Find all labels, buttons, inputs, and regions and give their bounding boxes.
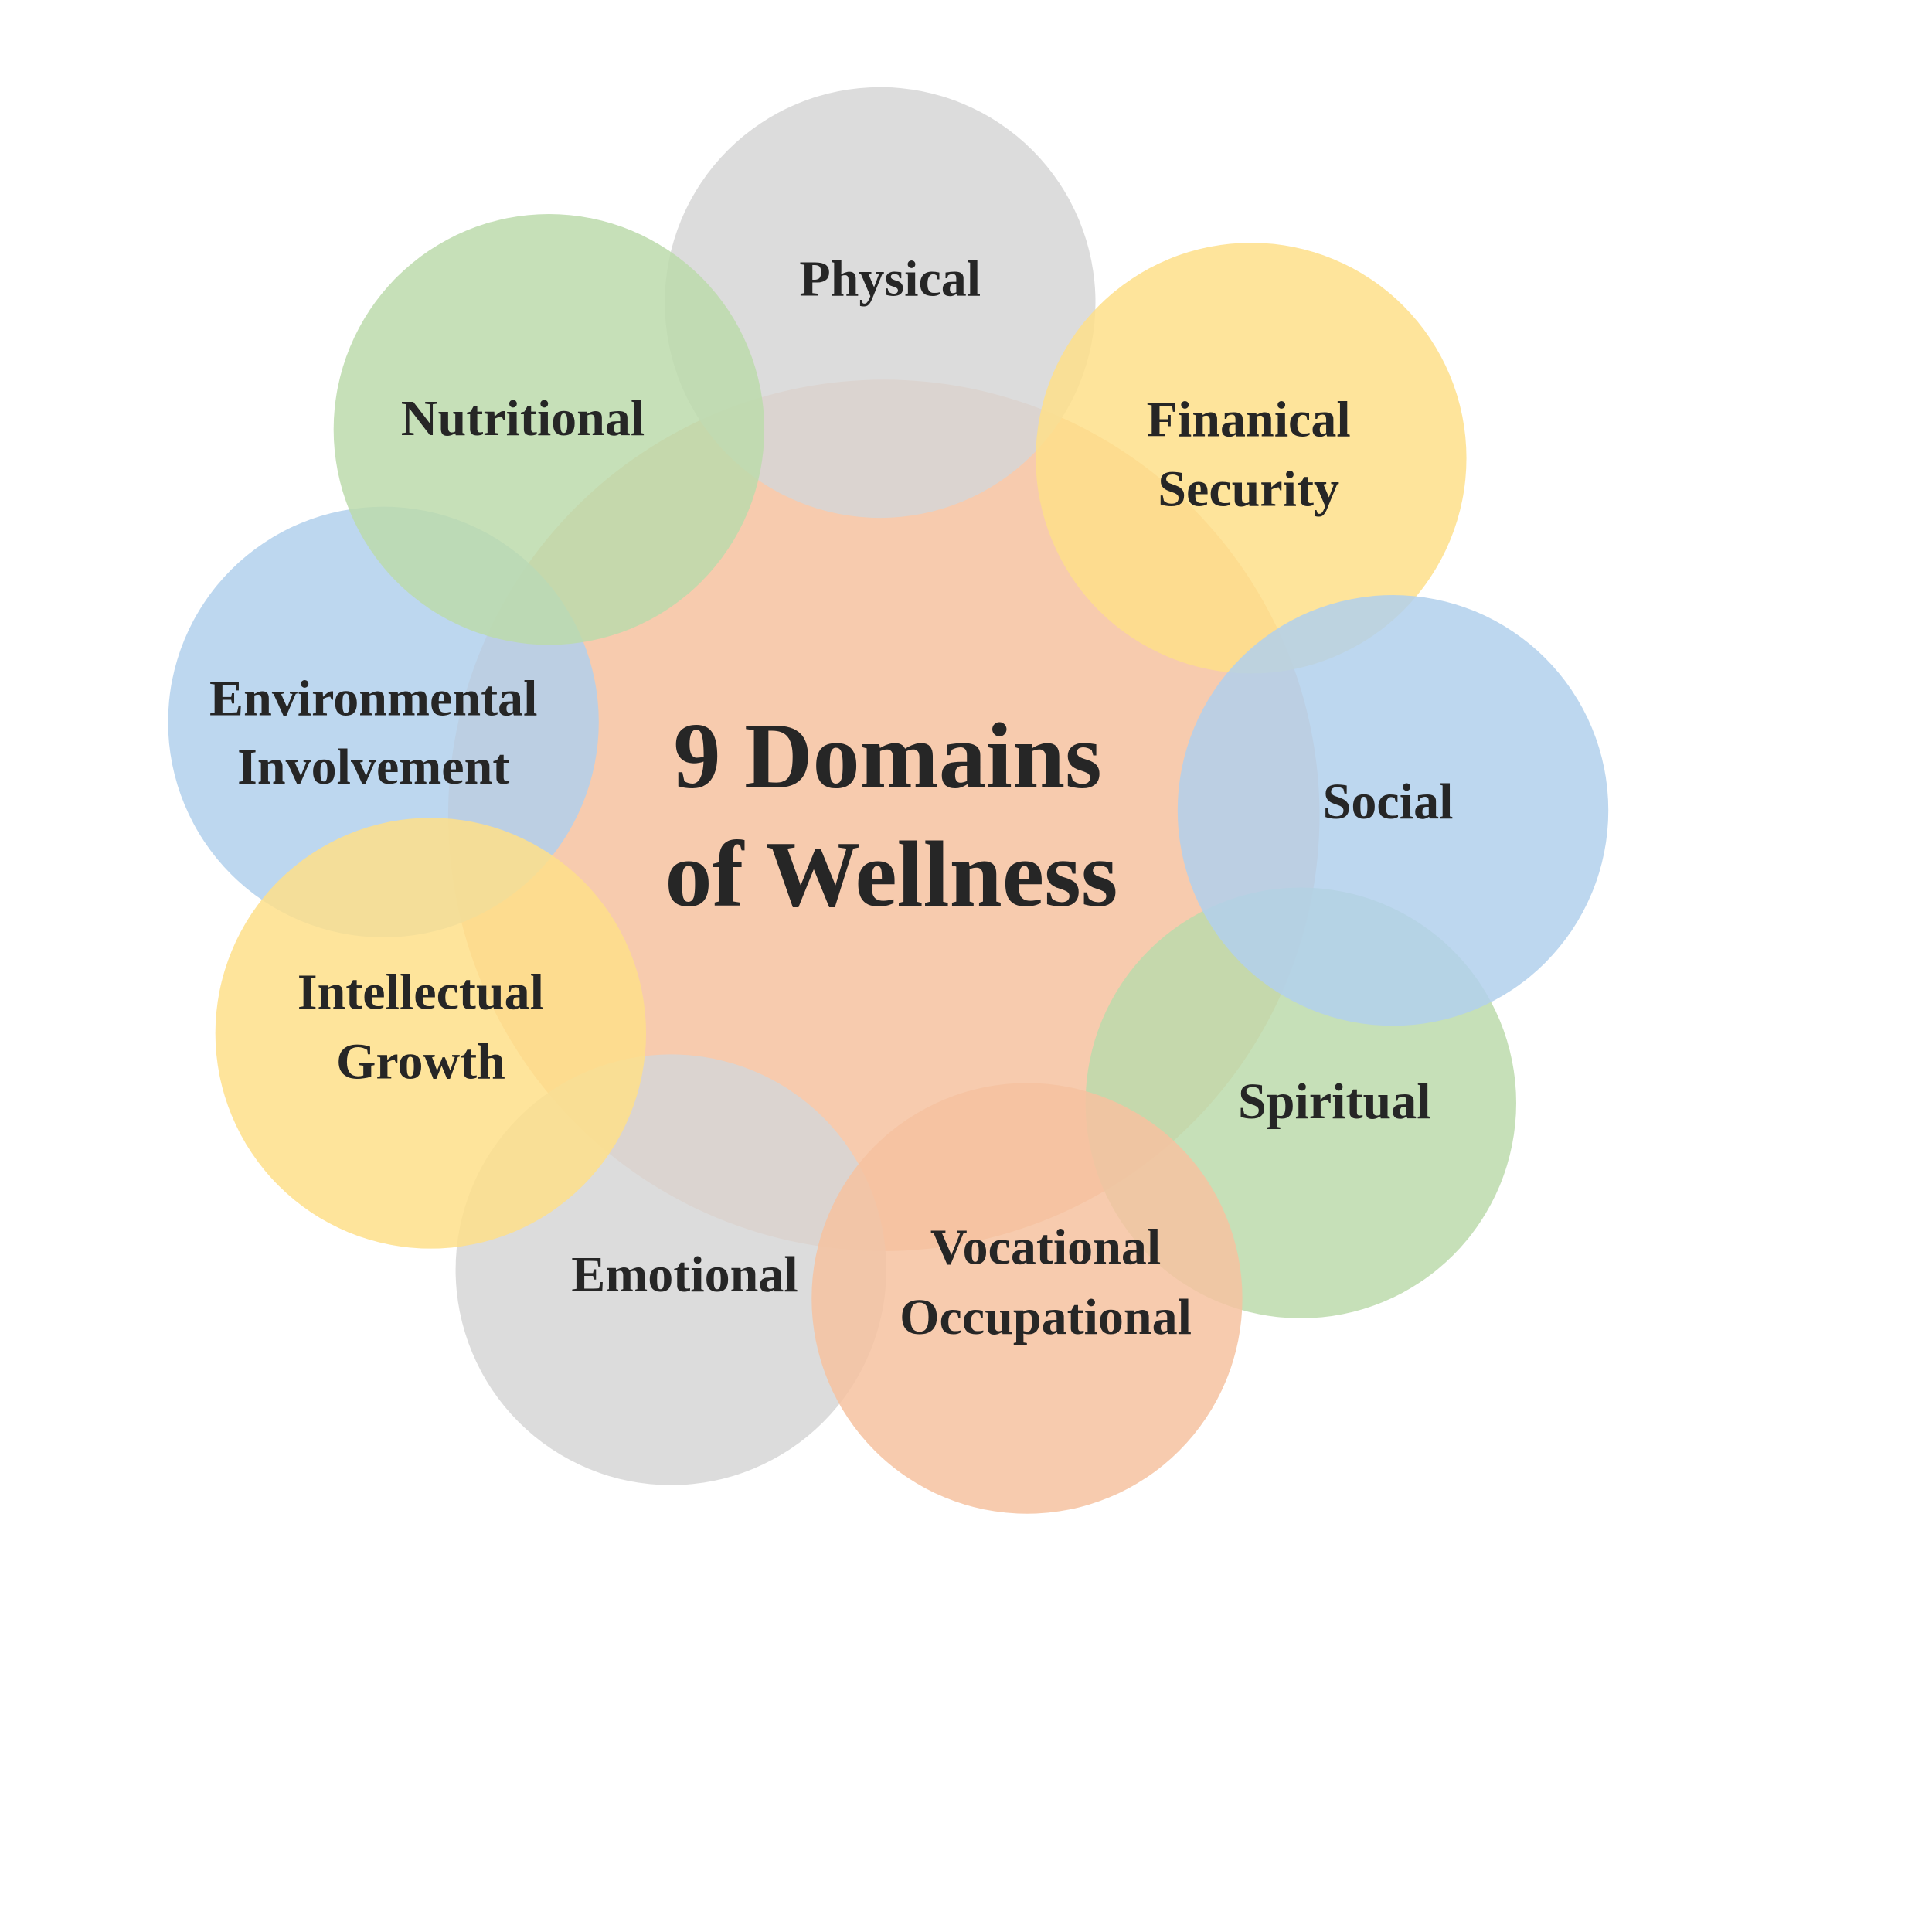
title-line2: of Wellness [665,822,1117,927]
label-environmental-line2: Involvement [237,739,509,795]
label-environmental-line1: Environmental [209,670,537,726]
label-financial-line1: Finanical [1147,391,1351,447]
label-physical: Physical [799,250,981,307]
circle-nutritional [333,214,765,645]
label-vocational-line2: Occupational [900,1289,1192,1345]
label-nutritional: Nutritional [401,390,645,447]
circle-financial-security [1036,243,1467,674]
label-financial-line2: Security [1158,461,1339,518]
circle-social [1177,594,1609,1026]
title-line1: 9 Domains [673,704,1101,808]
circle-intellectual-growth [215,818,647,1249]
label-intellectual-line1: Intellectual [298,964,544,1020]
label-social: Social [1323,774,1454,830]
circle-vocational-occupational [811,1083,1243,1514]
label-emotional: Emotional [571,1247,798,1303]
label-intellectual-line2: Growth [336,1034,505,1090]
circle-physical [665,87,1096,519]
label-vocational-line1: Vocational [930,1219,1161,1276]
label-spiritual: Spiritual [1238,1073,1431,1130]
